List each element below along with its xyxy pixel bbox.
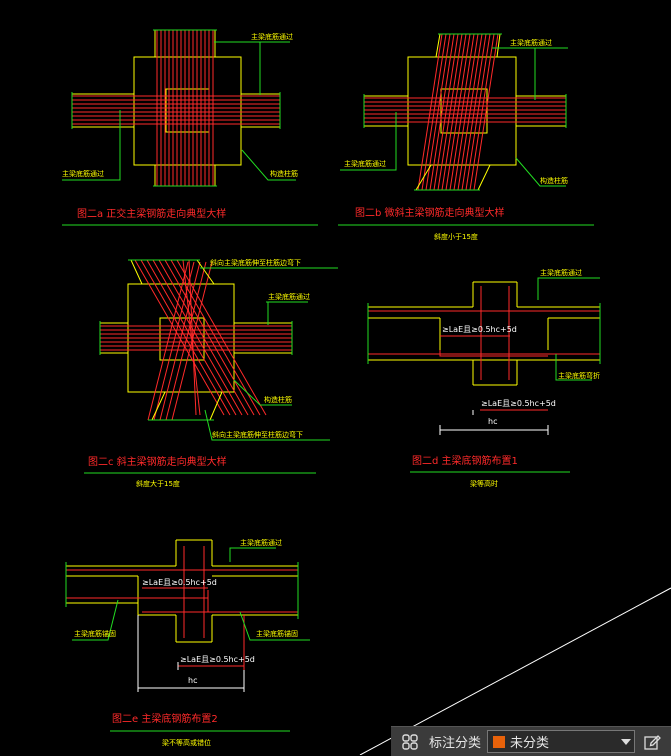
annotation-category-toolbar: 标注分类 未分类 bbox=[391, 726, 671, 756]
fig-d-callout-right: 主梁底筋弯折 bbox=[558, 371, 600, 380]
fig-c-title: 图二c 斜主梁钢筋走向典型大样 bbox=[88, 455, 227, 468]
fig-b-group[interactable]: 主梁底筋通过 主梁底筋通过 构造柱筋 图二b 微斜主梁钢筋走向典型大样 斜度小于… bbox=[338, 33, 594, 241]
fig-a-leader-top bbox=[214, 41, 261, 95]
fig-b-callout-bottom-left: 主梁底筋通过 bbox=[344, 159, 386, 168]
fig-d-subtitle: 梁等高时 bbox=[470, 479, 498, 488]
fig-e-leader-left bbox=[72, 599, 119, 641]
fig-b-leader-bottom-left bbox=[340, 112, 397, 171]
fig-b-leader-bottom-right bbox=[515, 157, 566, 187]
fig-d-dimension bbox=[439, 410, 549, 435]
fig-d-bars bbox=[368, 286, 600, 411]
category-color-swatch bbox=[493, 735, 506, 748]
fig-e-dim2: ≥LaE且≥0.5hc+5d bbox=[180, 655, 255, 664]
fig-d-title: 图二d 主梁底钢筋布置1 bbox=[412, 454, 518, 467]
fig-a-callout-bottom-right: 构造柱筋 bbox=[270, 169, 298, 178]
edit-icon[interactable] bbox=[641, 731, 663, 753]
category-selected-value: 未分类 bbox=[510, 736, 550, 751]
fig-b-callout-top: 主梁底筋通过 bbox=[510, 38, 552, 47]
fig-e-group[interactable]: 主梁底筋通过 主梁底筋锚固 主梁底筋锚固 ≥LaE且≥0.5hc+5d ≥LaE… bbox=[65, 538, 310, 747]
fig-a-group[interactable]: 主梁底筋通过 主梁底筋通过 构造柱筋 图二a 正交主梁钢筋走向典型大样 bbox=[62, 29, 318, 226]
chevron-down-icon bbox=[618, 738, 634, 745]
fig-c-callout-right: 主梁底筋通过 bbox=[268, 292, 310, 301]
fig-e-title: 图二e 主梁底钢筋布置2 bbox=[112, 712, 218, 725]
fig-e-leader-right bbox=[239, 611, 310, 641]
fig-d-break-marks bbox=[367, 303, 601, 364]
fig-c-callout-mid: 构造柱筋 bbox=[264, 395, 292, 404]
fig-a-column-outline bbox=[133, 56, 242, 166]
fig-e-break-marks bbox=[65, 562, 299, 619]
fig-b-break-marks bbox=[363, 33, 567, 191]
fig-c-diagonal-bars bbox=[134, 259, 267, 421]
fig-a-horizontal-bars bbox=[72, 95, 280, 125]
fig-a-break-marks bbox=[71, 29, 281, 187]
fig-e-bars bbox=[66, 546, 298, 670]
fig-c-callout-bottom: 斜向主梁底筋伸至柱筋边弯下 bbox=[212, 430, 303, 439]
fig-d-beam-outline bbox=[368, 281, 600, 386]
fig-c-leader-mid bbox=[233, 379, 292, 406]
fig-a-core bbox=[165, 88, 210, 133]
fig-c-break-marks bbox=[99, 259, 293, 421]
fig-c-horizontal-bars bbox=[100, 325, 292, 351]
fig-a-callout-top: 主梁底筋通过 bbox=[251, 32, 293, 41]
fig-d-group[interactable]: 主梁底筋通过 主梁底筋弯折 ≥LaE且≥0.5hc+5d ≥LaE且≥0.5hc… bbox=[367, 268, 601, 488]
fig-b-horizontal-bars bbox=[364, 97, 566, 123]
fig-e-callout-left: 主梁底筋锚固 bbox=[74, 629, 116, 638]
layers-grid-icon[interactable] bbox=[399, 731, 421, 753]
fig-b-title: 图二b 微斜主梁钢筋走向典型大样 bbox=[355, 206, 505, 219]
fig-e-dimension bbox=[137, 615, 245, 692]
toolbar-label: 标注分类 bbox=[429, 736, 482, 751]
fig-b-beam-outline bbox=[364, 33, 566, 191]
fig-e-leader-top bbox=[229, 547, 276, 562]
fig-b-subtitle: 斜度小于15度 bbox=[434, 232, 478, 241]
fig-e-callout-top: 主梁底筋通过 bbox=[240, 538, 282, 547]
category-select[interactable]: 未分类 bbox=[487, 730, 636, 753]
fig-d-leader-right bbox=[555, 354, 592, 381]
fig-e-subtitle: 梁不等高或错位 bbox=[162, 738, 211, 747]
fig-c-core bbox=[159, 317, 205, 361]
fig-d-dim-hc: hc bbox=[488, 417, 497, 426]
fig-a-callout-bottom-left: 主梁底筋通过 bbox=[62, 169, 104, 178]
fig-e-dim1: ≥LaE且≥0.5hc+5d bbox=[142, 578, 217, 587]
fig-c-subtitle: 斜度大于15度 bbox=[136, 479, 180, 488]
fig-e-callout-right: 主梁底筋锚固 bbox=[256, 629, 298, 638]
fig-b-core bbox=[440, 88, 488, 134]
fig-a-leader-bottom-right bbox=[241, 149, 296, 181]
fig-a-title: 图二a 正交主梁钢筋走向典型大样 bbox=[77, 207, 226, 220]
fig-c-callout-top: 斜向主梁底筋伸至柱筋边弯下 bbox=[210, 258, 301, 267]
fig-e-beam-outline bbox=[66, 539, 298, 643]
fig-c-beam-outline bbox=[100, 259, 292, 421]
fig-b-leader-top bbox=[492, 47, 536, 100]
fig-d-callout-top: 主梁底筋通过 bbox=[540, 268, 582, 277]
fig-b-callout-bottom-right: 构造柱筋 bbox=[540, 176, 568, 185]
fig-d-leader-top bbox=[537, 277, 600, 300]
fig-d-dim2: ≥LaE且≥0.5hc+5d bbox=[481, 399, 556, 408]
fig-d-dim1: ≥LaE且≥0.5hc+5d bbox=[442, 325, 517, 334]
fig-a-leader-bottom-left bbox=[62, 110, 121, 181]
fig-c-group[interactable]: 斜向主梁底筋伸至柱筋边弯下 主梁底筋通过 构造柱筋 斜向主梁底筋伸至柱筋边弯下 … bbox=[84, 258, 338, 488]
fig-e-dim-hc: hc bbox=[188, 676, 197, 685]
fig-b-slanted-bars bbox=[417, 33, 499, 191]
fig-c-leader-bottom bbox=[204, 409, 330, 441]
